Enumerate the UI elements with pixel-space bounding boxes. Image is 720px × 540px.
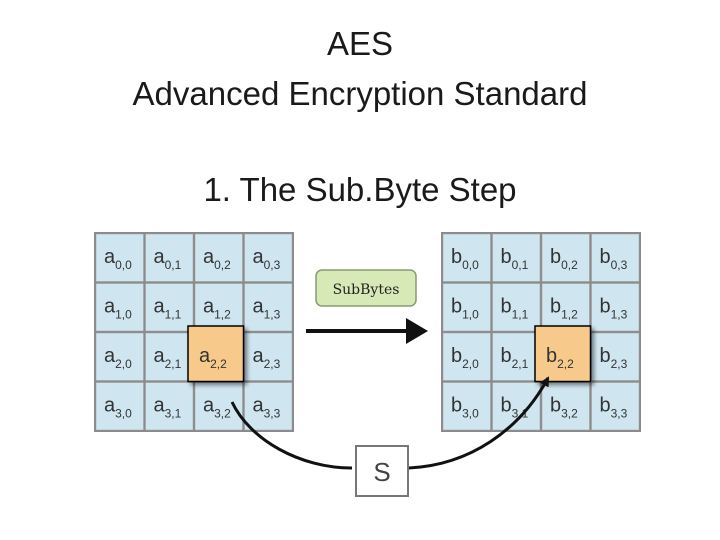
input-cell-2-0 (95, 332, 144, 381)
output-cell-label-3-3: b3,3 (600, 395, 628, 421)
title-line-2: Advanced Encryption Standard (132, 75, 588, 112)
input-cell-0-0 (95, 233, 144, 282)
title-line-1: AES (326, 25, 394, 62)
input-cell-1-0 (95, 283, 144, 332)
output-cell-0-1 (492, 233, 541, 282)
input-cell-3-1 (145, 382, 194, 431)
output-cell-label-2-0: b2,0 (451, 345, 479, 371)
subbytes-label: SubBytes (333, 282, 400, 298)
input-cell-label-2-1: a2,1 (154, 345, 182, 371)
output-cell-label-0-0: b0,0 (451, 246, 479, 272)
input-cell-0-1 (145, 233, 194, 282)
input-cell-2-1 (145, 332, 194, 381)
input-cell-label-3-0: a3,0 (104, 395, 132, 421)
output-cell-0-3 (591, 233, 640, 282)
input-cell-3-3 (244, 382, 293, 431)
input-cell-label-1-3: a1,3 (253, 296, 281, 322)
input-cell-label-2-3: a2,3 (253, 345, 281, 371)
output-cell-1-2 (541, 283, 590, 332)
input-cell-label-0-3: a0,3 (253, 246, 281, 272)
output-cell-label-0-2: b0,2 (550, 246, 578, 272)
output-cell-label-3-2: b3,2 (550, 395, 578, 421)
sbox: S (355, 445, 409, 497)
subbytes-box (315, 269, 417, 307)
output-highlighted-cell (534, 325, 592, 383)
sbox-output-curve (408, 376, 550, 470)
output-cell-label-0-3: b0,3 (600, 246, 628, 272)
input-cell-0-2 (194, 233, 243, 282)
input-cell-1-3 (244, 283, 293, 332)
input-cell-label-0-2: a0,2 (203, 246, 231, 272)
output-cell-label-1-2: b1,2 (550, 296, 578, 322)
output-cell-1-3 (591, 283, 640, 332)
output-cell-0-2 (541, 233, 590, 282)
output-cell-3-0 (442, 382, 491, 431)
output-highlighted-label: b2,2 (546, 345, 574, 371)
input-cell-label-1-2: a1,2 (203, 296, 231, 322)
output-cell-label-1-3: b1,3 (600, 296, 628, 322)
input-state-matrix: a0,0 a0,1 a0,2 a0,3 a1,0 a1,1 a1,2 a1,3 a2,0 a2,1… (94, 232, 294, 432)
transform-arrow-head (406, 318, 428, 344)
output-cell-label-0-1: b0,1 (501, 246, 529, 272)
input-highlighted-label: a2,2 (199, 345, 227, 371)
input-cell-1-1 (145, 283, 194, 332)
sbox-input-curve (230, 401, 353, 470)
input-cell-0-3 (244, 233, 293, 282)
input-cell-label-0-0: a0,0 (104, 246, 132, 272)
input-cell-label-2-0: a2,0 (104, 345, 132, 371)
step-title: 1. The Sub.Byte Step (203, 171, 517, 208)
output-cell-3-3 (591, 382, 640, 431)
sbox-rect (355, 445, 409, 497)
input-cell-1-2 (194, 283, 243, 332)
output-cell-2-0 (442, 332, 491, 381)
sbox-label: S (373, 457, 390, 487)
input-cell-label-3-1: a3,1 (154, 395, 182, 421)
output-cell-label-1-0: b1,0 (451, 296, 479, 322)
output-cell-3-2 (541, 382, 590, 431)
output-cell-label-3-0: b3,0 (451, 395, 479, 421)
input-cell-label-1-1: a1,1 (154, 296, 182, 322)
input-cell-label-3-3: a3,3 (253, 395, 281, 421)
output-cell-label-2-3: b2,3 (600, 345, 628, 371)
input-cell-3-0 (95, 382, 144, 431)
input-highlighted-cell (187, 325, 245, 383)
output-cell-label-1-1: b1,1 (501, 296, 529, 322)
output-cell-1-1 (492, 283, 541, 332)
subbytes-operation: SubBytes (315, 269, 417, 307)
output-cell-label-2-1: b2,1 (501, 345, 529, 371)
input-cell-label-0-1: a0,1 (154, 246, 182, 272)
output-cell-0-0 (442, 233, 491, 282)
input-cell-label-1-0: a1,0 (104, 296, 132, 322)
input-cell-label-3-2: a3,2 (203, 395, 231, 421)
output-cell-1-0 (442, 283, 491, 332)
output-cell-2-1 (492, 332, 541, 381)
output-cell-2-3 (591, 332, 640, 381)
output-state-matrix: b0,0 b0,1 b0,2 b0,3 b1,0 b1,1 b1,2 b1,3 b2,0 b2,1… (441, 232, 641, 432)
input-cell-2-3 (244, 332, 293, 381)
